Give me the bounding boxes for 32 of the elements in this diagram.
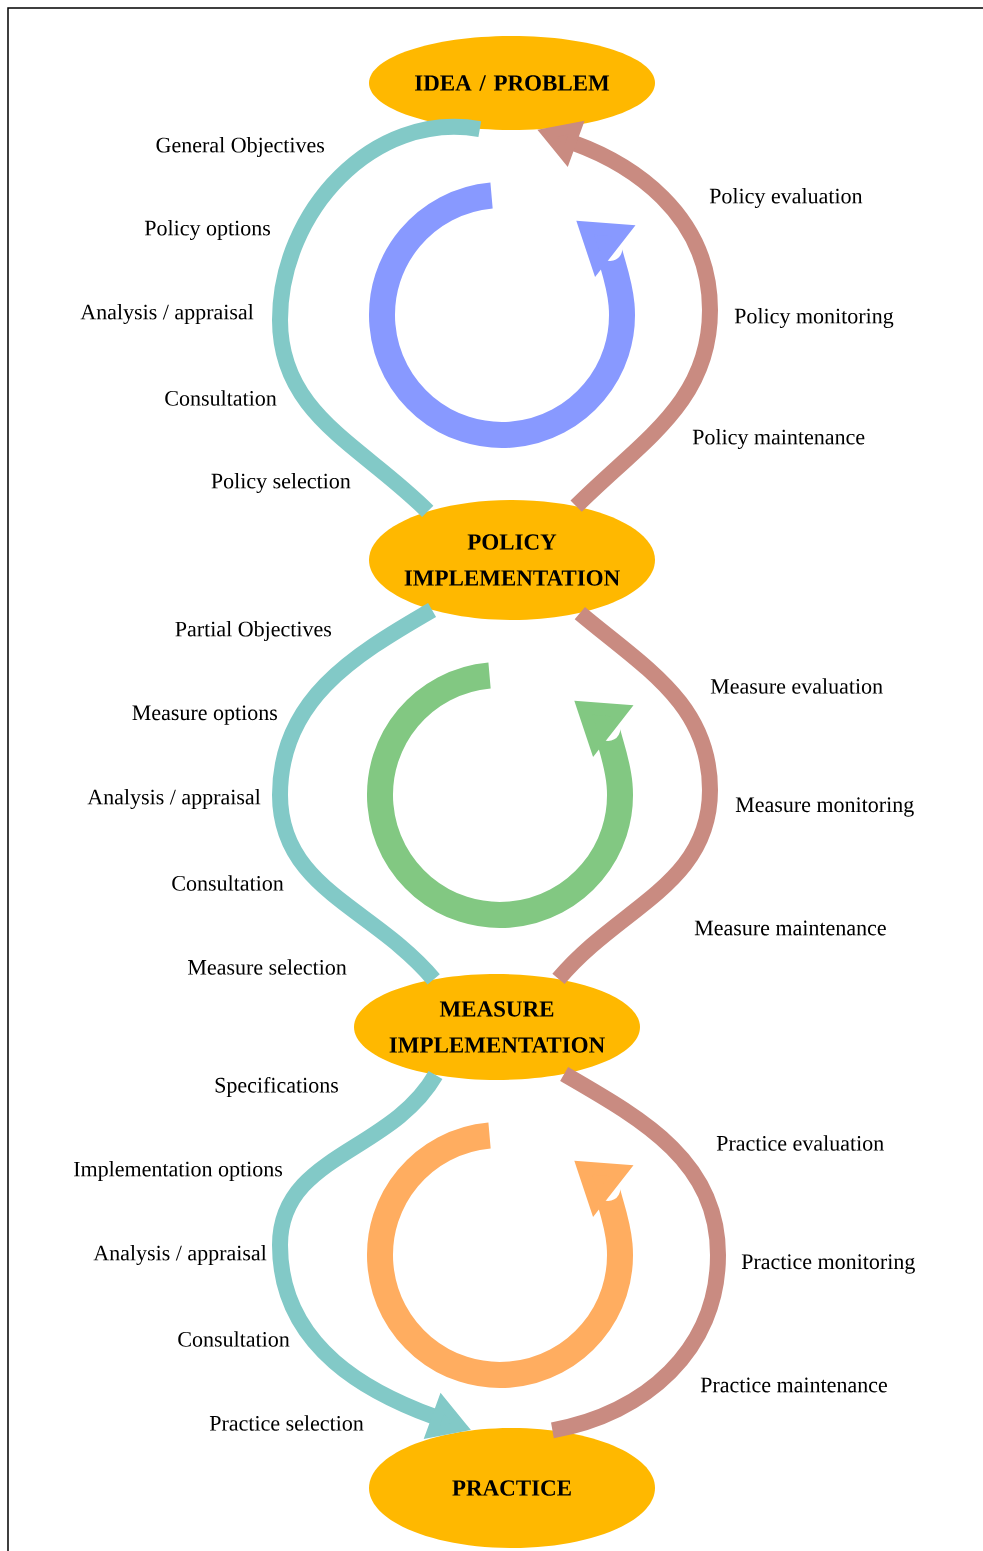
stage-label: Partial Objectives — [175, 621, 332, 641]
stage-label: Practice selection — [209, 1415, 364, 1431]
stage-label: Policy selection — [211, 473, 351, 493]
stage-label: Consultation — [178, 1331, 290, 1347]
stage-label: Practice evaluation — [716, 1135, 884, 1151]
stage-label: Policy maintenance — [692, 429, 865, 449]
stage-label: Policy options — [144, 220, 270, 241]
stage-label: Analysis / appraisal — [93, 1245, 267, 1265]
stage-label: General Objectives — [156, 137, 324, 157]
stage-label: Analysis / appraisal — [87, 789, 261, 809]
stage-label: Analysis / appraisal — [80, 304, 254, 325]
connector-line — [272, 119, 481, 518]
connector-line — [552, 606, 718, 985]
stage-label: Implementation options — [74, 1161, 283, 1181]
stage-label: Policy monitoring — [734, 308, 894, 329]
ellipse-node: MEASURE IMPLEMENTATION — [354, 974, 640, 1080]
ellipse-node: POLICY IMPLEMENTATION — [369, 500, 655, 620]
stage-label: Measure options — [132, 705, 277, 725]
stage-label: Practice maintenance — [700, 1377, 887, 1393]
stage-label: Practice monitoring — [741, 1254, 915, 1274]
stage-label: Consultation — [165, 390, 277, 406]
stage-label: Specifications — [215, 1076, 338, 1098]
stage-label: Measure maintenance — [694, 920, 886, 936]
ellipse-node: PRACTICE — [369, 1428, 655, 1548]
stage-label: Policy evaluation — [709, 188, 863, 209]
connector-line — [550, 1067, 726, 1439]
stage-label: Measure selection — [188, 959, 347, 975]
stage-label: Consultation — [172, 875, 284, 891]
stage-label: Measure monitoring — [735, 797, 914, 817]
connector-line — [272, 603, 440, 985]
stage-label: Measure evaluation — [710, 678, 883, 694]
ellipse-node: IDEA / PROBLEM — [369, 36, 655, 130]
